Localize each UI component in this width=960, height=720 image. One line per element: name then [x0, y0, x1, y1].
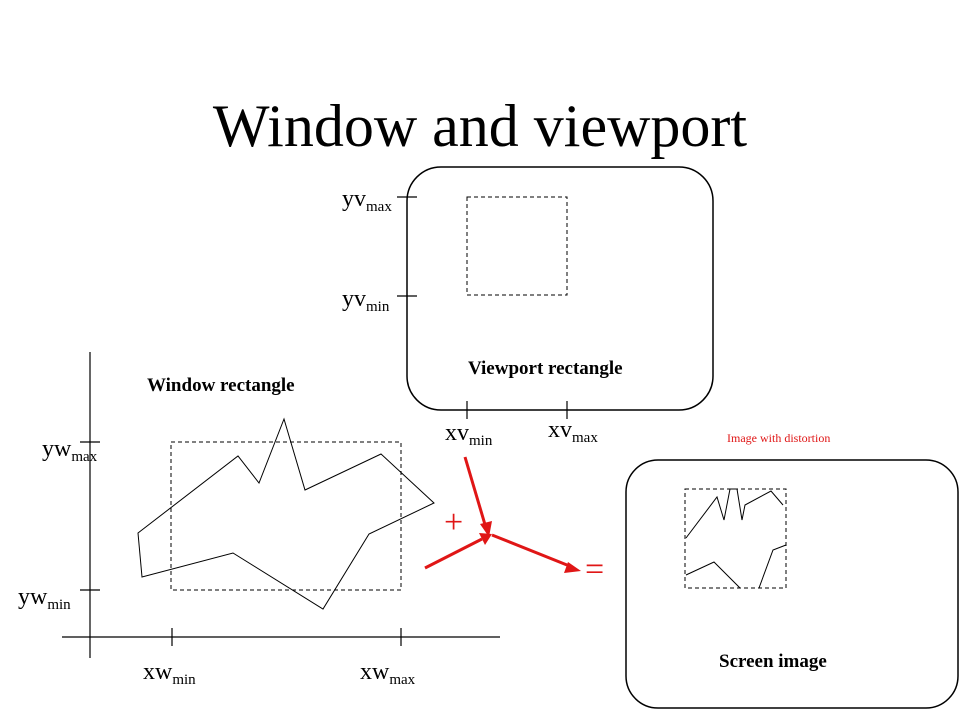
xv-max-base: xv	[548, 417, 572, 443]
equals-operator: =	[585, 551, 604, 588]
xv-max-sub: max	[572, 430, 598, 446]
window-rectangle	[170, 441, 402, 591]
yv-max-base: yv	[342, 186, 366, 212]
arrow-from-viewport	[463, 456, 488, 529]
window-caption: Window rectangle	[147, 375, 295, 396]
xv-max-label: xvmax	[548, 417, 598, 446]
viewport-device-frame	[406, 166, 714, 411]
xw-max-base: xw	[360, 659, 390, 685]
xv-min-sub: min	[469, 433, 493, 449]
arrow-from-window	[424, 537, 483, 570]
mapping-arrows: + =	[424, 456, 604, 588]
screen-viewport-rectangle	[684, 488, 787, 589]
yw-max-base: yw	[42, 436, 72, 462]
viewport-caption: Viewport rectangle	[468, 358, 623, 379]
slide-title: Window and viewport	[212, 93, 748, 159]
arrow-to-screen	[491, 533, 573, 569]
screen-caption: Screen image	[719, 651, 827, 672]
yw-min-base: yw	[18, 584, 48, 610]
yw-min-sub: min	[47, 597, 71, 613]
xv-min-label: xvmin	[445, 420, 493, 449]
yv-min-sub: min	[366, 299, 390, 315]
viewport-rectangle	[466, 196, 568, 296]
arrow-from-window-head	[479, 533, 492, 545]
yv-max-label: yvmax	[342, 186, 392, 215]
yv-min-label: yvmin	[342, 286, 390, 315]
xw-min-label: xwmin	[143, 659, 196, 688]
clipped-polygon-upper	[685, 488, 784, 539]
screen-panel: Image with distortion Screen image	[625, 431, 959, 709]
yw-max-sub: max	[71, 449, 97, 465]
xw-max-sub: max	[389, 672, 415, 688]
xw-min-base: xw	[143, 659, 173, 685]
distortion-note: Image with distortion	[727, 431, 830, 445]
arrow-to-screen-head	[564, 562, 581, 573]
plus-operator: +	[444, 504, 463, 541]
xv-min-base: xv	[445, 420, 469, 446]
clipped-polygon-lower	[685, 561, 741, 589]
xw-min-sub: min	[172, 672, 196, 688]
yw-max-label: ywmax	[42, 436, 98, 465]
viewport-panel: yvmax yvmin xvmin xvmax Viewport rectang…	[342, 166, 714, 449]
window-panel: ywmax ywmin xwmin xwmax Window rectangle	[18, 352, 500, 688]
world-object-polygon	[137, 417, 435, 610]
yv-max-sub: max	[366, 199, 392, 215]
yw-min-label: ywmin	[18, 584, 71, 613]
arrow-from-viewport-head	[480, 521, 492, 537]
xw-max-label: xwmax	[360, 659, 416, 688]
clipped-polygon-right	[758, 544, 787, 589]
yv-min-base: yv	[342, 286, 366, 312]
screen-device-frame	[625, 459, 959, 709]
